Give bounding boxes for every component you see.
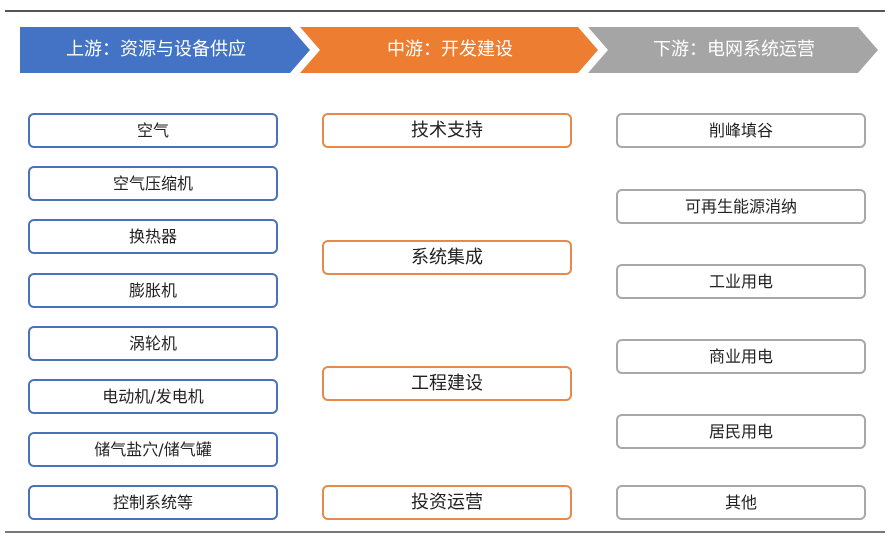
top-rule xyxy=(5,10,885,12)
upstream-item: 储气盐穴/储气罐 xyxy=(28,432,278,467)
midstream-item: 投资运营 xyxy=(322,485,572,520)
upstream-item: 换热器 xyxy=(28,219,278,254)
downstream-item: 可再生能源消纳 xyxy=(616,189,866,224)
downstream-item: 工业用电 xyxy=(616,264,866,299)
header-label: 中游：开发建设 xyxy=(387,39,513,60)
midstream-item: 技术支持 xyxy=(322,113,572,148)
upstream-item: 控制系统等 xyxy=(28,485,278,520)
header-label: 下游：电网系统运营 xyxy=(653,39,815,60)
upstream-item: 膨胀机 xyxy=(28,273,278,308)
header-label: 上游：资源与设备供应 xyxy=(66,39,246,60)
midstream-item: 系统集成 xyxy=(322,240,572,275)
upstream-item: 电动机/发电机 xyxy=(28,379,278,414)
downstream-item: 其他 xyxy=(616,485,866,520)
header-midstream: 中游：开发建设 xyxy=(300,27,600,73)
upstream-item: 涡轮机 xyxy=(28,326,278,361)
upstream-item: 空气压缩机 xyxy=(28,166,278,201)
midstream-item: 工程建设 xyxy=(322,366,572,401)
arrow-shape-icon xyxy=(300,27,598,73)
upstream-item: 空气 xyxy=(28,113,278,148)
arrow-shape-icon xyxy=(588,27,878,73)
downstream-item: 削峰填谷 xyxy=(616,113,866,148)
downstream-item: 居民用电 xyxy=(616,414,866,449)
header-downstream: 下游：电网系统运营 xyxy=(588,27,880,73)
arrow-shape-icon xyxy=(20,27,310,73)
header-upstream: 上游：资源与设备供应 xyxy=(20,27,312,73)
downstream-item: 商业用电 xyxy=(616,339,866,374)
bottom-rule xyxy=(5,531,885,533)
